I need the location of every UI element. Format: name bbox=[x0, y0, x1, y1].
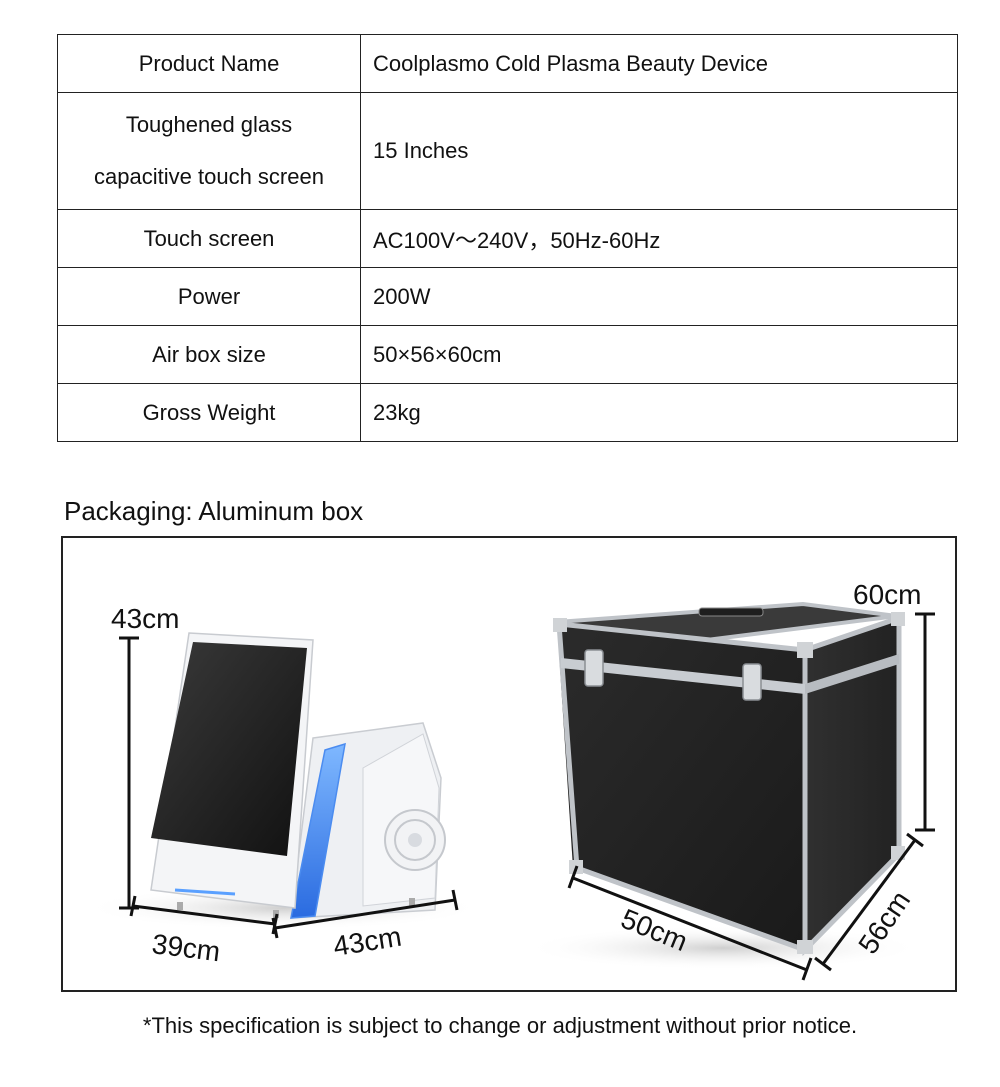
spec-label-line: capacitive touch screen bbox=[94, 164, 324, 189]
spec-value: 50×56×60cm bbox=[360, 325, 958, 384]
latch-icon bbox=[742, 663, 762, 701]
latch-icon bbox=[584, 649, 604, 687]
spec-label-line: Toughened glass bbox=[125, 112, 293, 137]
table-row: Product Name Coolplasmo Cold Plasma Beau… bbox=[57, 34, 958, 93]
spec-value: 200W bbox=[360, 267, 958, 326]
device-height-label: 43cm bbox=[111, 603, 179, 634]
box-width-dimension bbox=[567, 865, 813, 981]
spec-label: Power bbox=[57, 267, 361, 326]
spec-label: Touch screen bbox=[57, 209, 361, 268]
device-width-label: 39cm bbox=[150, 928, 222, 967]
table-row: Air box size 50×56×60cm bbox=[57, 325, 958, 384]
fan-icon bbox=[384, 809, 446, 871]
table-row: Touch screen AC100V～240V，50Hz-60Hz bbox=[57, 209, 958, 268]
device-depth-dimension bbox=[271, 889, 459, 939]
spec-value: Coolplasmo Cold Plasma Beauty Device bbox=[360, 34, 958, 93]
disclaimer-notice: *This specification is subject to change… bbox=[142, 1013, 858, 1038]
packaging-title: Packaging: Aluminum box bbox=[64, 496, 364, 526]
table-row: Power 200W bbox=[57, 267, 958, 326]
device-height-dimension bbox=[119, 636, 139, 910]
box-height-dimension bbox=[915, 612, 935, 832]
aluminum-box-image bbox=[523, 601, 923, 970]
table-row: Gross Weight 23kg bbox=[57, 383, 958, 442]
spec-label: Air box size bbox=[57, 325, 361, 384]
spec-table: Product Name Coolplasmo Cold Plasma Beau… bbox=[57, 34, 958, 442]
spec-label: Gross Weight bbox=[57, 383, 361, 442]
table-row: Toughened glass capacitive touch screen … bbox=[57, 92, 958, 210]
spec-label: Product Name bbox=[57, 34, 361, 93]
spec-value: 23kg bbox=[360, 383, 958, 442]
device-image bbox=[83, 632, 483, 930]
packaging-photo: 43cm 39cm 43cm bbox=[61, 536, 957, 992]
spec-value: AC100V～240V，50Hz-60Hz bbox=[360, 209, 958, 268]
box-height-label: 60cm bbox=[853, 579, 921, 610]
spec-label: Toughened glass capacitive touch screen bbox=[57, 92, 361, 210]
box-depth-dimension bbox=[814, 832, 924, 972]
packaging-illustration: 43cm 39cm 43cm bbox=[83, 579, 935, 981]
spec-value: 15 Inches bbox=[360, 92, 958, 210]
